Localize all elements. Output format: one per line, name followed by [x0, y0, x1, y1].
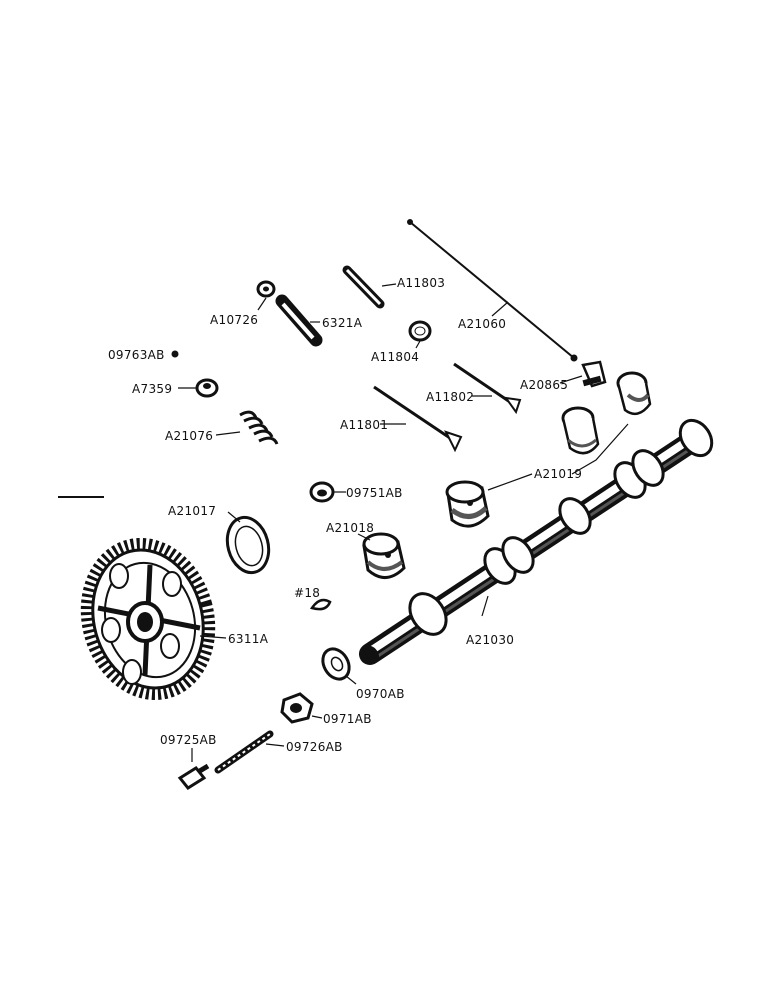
thrust-washer-a21017	[225, 515, 271, 575]
bushing-a21018	[362, 532, 406, 579]
label-a7359: A7359	[132, 382, 172, 396]
label-09726ab: 09726AB	[286, 740, 343, 754]
ring-a11804	[408, 320, 432, 342]
label-a11801: A11801	[340, 418, 388, 432]
label-a11802: A11802	[426, 390, 474, 404]
label-6321a: 6321A	[322, 316, 363, 330]
pin-a11803	[342, 265, 385, 309]
label-6311a: 6311A	[228, 632, 269, 646]
label-a21060: A21060	[458, 317, 506, 331]
label-a11803: A11803	[397, 276, 445, 290]
label-key-18: #18	[294, 586, 320, 600]
label-0970ab: 0970AB	[356, 687, 405, 701]
label-09751ab: 09751AB	[346, 486, 403, 500]
nut-0971ab	[280, 692, 314, 724]
valve-a11801	[373, 385, 463, 453]
washer-09751ab	[309, 481, 335, 503]
label-09725ab: 09725AB	[160, 733, 217, 747]
camshaft-a21030	[359, 418, 714, 665]
shaft-6321a	[275, 294, 323, 347]
bushing-a21019-middle	[561, 406, 600, 455]
label-a20865: A20865	[520, 378, 568, 392]
label-a21017: A21017	[168, 504, 216, 518]
label-a21076: A21076	[165, 429, 213, 443]
retainer-a10726	[256, 280, 276, 298]
push-rod	[407, 219, 578, 362]
cam-gear-6311a	[80, 537, 216, 701]
valve-a11802	[453, 362, 522, 415]
spring-a21076	[239, 410, 279, 445]
ball-09763ab	[171, 350, 179, 358]
washer-0970ab	[321, 647, 351, 681]
label-a11804: A11804	[371, 350, 419, 364]
bushing-a21019-lower	[445, 480, 490, 528]
bushing-a21019-upper	[616, 371, 652, 416]
label-0971ab: 0971AB	[323, 712, 372, 726]
label-a21019: A21019	[534, 467, 582, 481]
label-09763ab: 09763AB	[108, 348, 165, 362]
cup-a7359	[195, 378, 219, 398]
leader-lines	[178, 283, 629, 762]
tappet-a20865	[581, 360, 607, 388]
stud-09726ab	[214, 730, 274, 774]
label-a21030: A21030	[466, 633, 514, 647]
bolt-09725ab	[177, 763, 210, 790]
label-a10726: A10726	[210, 313, 258, 327]
label-a21018: A21018	[326, 521, 374, 535]
key-18	[310, 598, 332, 611]
